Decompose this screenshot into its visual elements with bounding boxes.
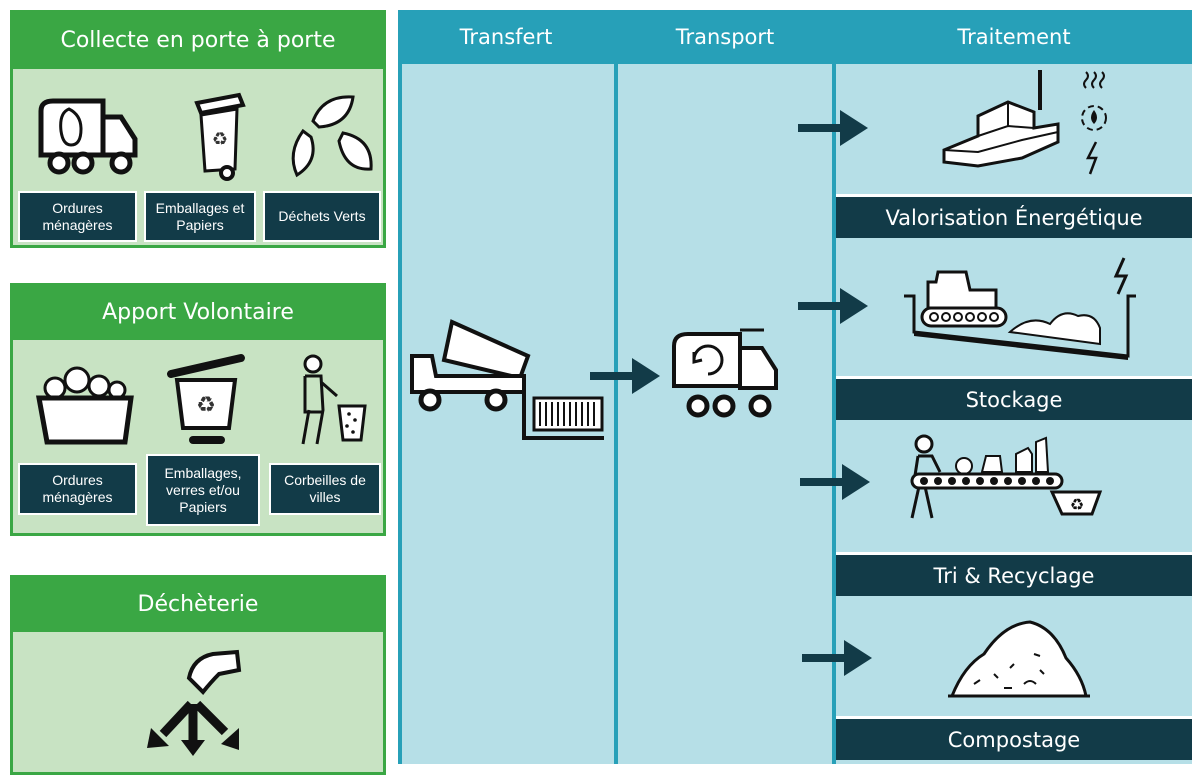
traitement-label-tri-recyclage: Tri & Recyclage — [836, 552, 1192, 596]
arrow-right-icon — [798, 110, 868, 146]
compactor-truck-icon — [672, 328, 778, 418]
column-divider-2 — [832, 10, 836, 764]
svg-text:♻: ♻ — [1070, 497, 1084, 514]
overflowing-container-icon — [36, 366, 134, 445]
collecte-label-ordures: Ordures ménagères — [18, 191, 137, 242]
wheelie-bin-icon: ♻ — [194, 92, 246, 181]
leaves-icon — [291, 95, 373, 178]
traitement-label-stockage: Stockage — [836, 376, 1192, 420]
svg-text:♻: ♻ — [196, 392, 216, 417]
column-header-transport: Transport — [618, 10, 832, 64]
arrow-right-icon — [798, 288, 868, 324]
column-header-transfert: Transfert — [398, 10, 614, 64]
traitement-label-compostage: Compostage — [836, 716, 1192, 760]
apport-label-corbeilles: Corbeilles de villes — [269, 463, 381, 515]
dump-truck-icon — [410, 319, 531, 412]
decheterie-panel: Déchèterie — [10, 575, 386, 775]
arrow-right-icon — [800, 464, 870, 500]
incinerator-plant-icon — [942, 70, 1107, 175]
collecte-label-emballages: Emballages et Papiers — [144, 191, 256, 242]
svg-text:♻: ♻ — [212, 129, 228, 149]
collecte-panel: Collecte en porte à porte ♻ Ordures ména… — [10, 10, 386, 248]
landfill-bulldozer-icon — [904, 257, 1136, 360]
arrow-right-icon — [802, 640, 872, 676]
arrow-right-icon — [590, 358, 660, 394]
apport-panel: Apport Volontaire ♻ Ordures ménagères Em… — [10, 283, 386, 536]
transfer-container-icon — [522, 392, 604, 440]
garbage-truck-icon — [38, 98, 138, 175]
sorting-conveyor-icon: ♻ — [910, 434, 1103, 519]
apport-title: Apport Volontaire — [13, 286, 383, 340]
hand-drop-arrows-icon — [147, 649, 242, 756]
column-header-traitement: Traitement — [836, 10, 1192, 64]
collecte-label-dechets-verts: Déchets Verts — [263, 191, 381, 242]
column-border-left — [398, 10, 402, 764]
traitement-label-valorisation: Valorisation Énergétique — [836, 194, 1192, 238]
recycling-bin-icon: ♻ — [167, 354, 245, 444]
decheterie-title: Déchèterie — [13, 578, 383, 632]
apport-label-ordures: Ordures ménagères — [18, 463, 137, 515]
compost-pile-icon — [948, 620, 1090, 698]
apport-label-emballages: Emballages, verres et/ou Papiers — [146, 454, 260, 526]
column-divider-1 — [614, 10, 618, 764]
person-throwing-trash-icon — [301, 354, 367, 445]
collecte-title: Collecte en porte à porte — [13, 13, 383, 69]
